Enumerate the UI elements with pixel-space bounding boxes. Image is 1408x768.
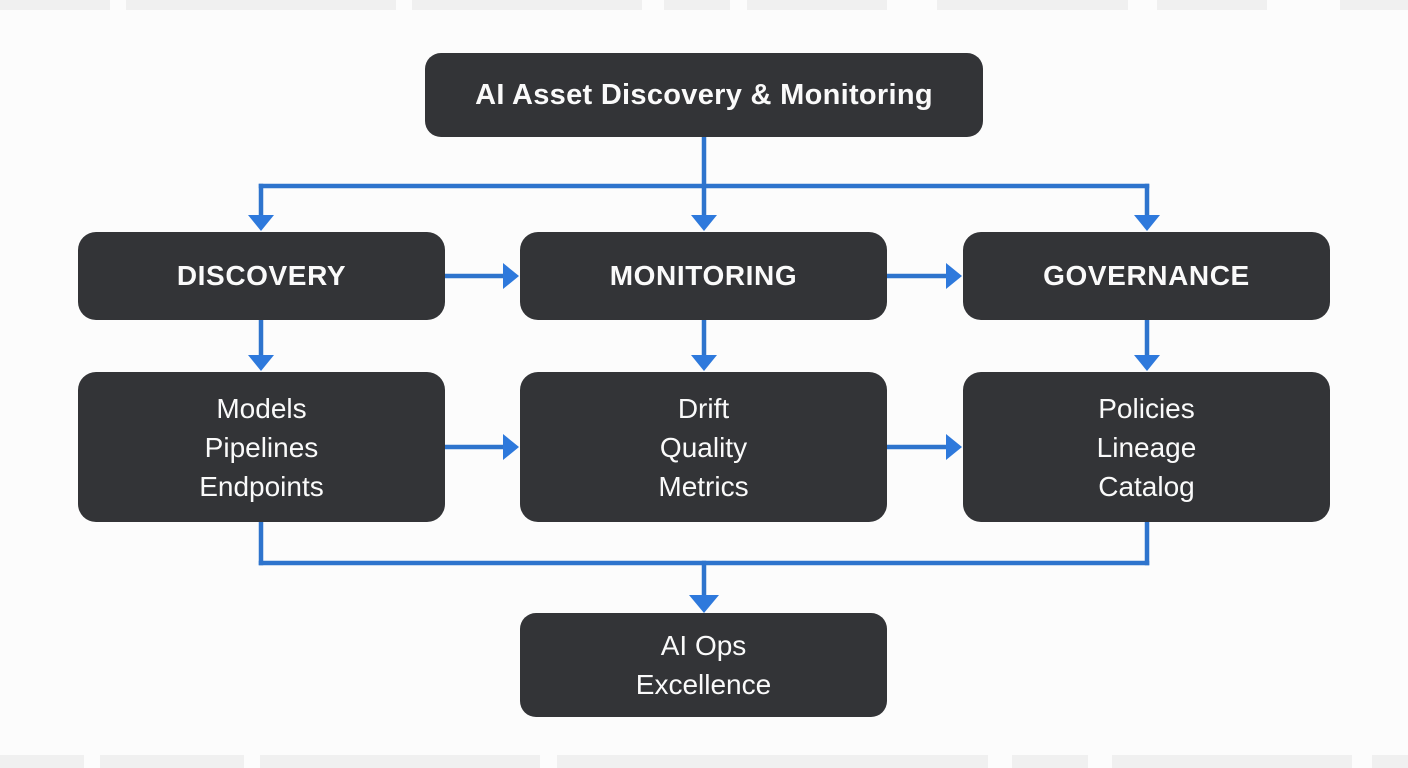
edge-artifact-segment (0, 0, 110, 10)
monitoring-details-node: Drift Quality Metrics (520, 372, 887, 522)
arrowhead-into-outcome (689, 595, 719, 613)
arrowhead-details-into-governance (946, 434, 962, 460)
edge-artifact-segment (1112, 755, 1352, 768)
edge-artifact-segment (1340, 0, 1408, 10)
monitoring-node-label: MONITORING (609, 260, 798, 291)
edge-artifact-segment (412, 0, 642, 10)
outcome-node: AI Ops Excellence (520, 613, 887, 717)
arrowhead-into-governance (1134, 215, 1160, 231)
edge-artifact-segment (937, 0, 1128, 10)
arrowhead-monitoring-to-governance (946, 263, 962, 289)
title-node: AI Asset Discovery & Monitoring (425, 53, 983, 137)
edge-artifact-segment (126, 0, 396, 10)
node-label-line: Catalog (1098, 470, 1195, 502)
edge-artifact-segment (260, 755, 540, 768)
arrowhead-discovery-to-monitoring (503, 263, 519, 289)
title-node-label: AI Asset Discovery & Monitoring (475, 78, 933, 111)
arrowhead-into-discovery (248, 215, 274, 231)
discovery-node: DISCOVERY (78, 232, 445, 320)
edge-artifact-segment (1012, 755, 1088, 768)
arrowhead-into-discovery-details (248, 355, 274, 371)
node-label-line: Excellence (635, 669, 772, 700)
node-label-line: Policies (1098, 392, 1195, 424)
edge-artifact-segment (0, 755, 84, 768)
edge-artifact-segment (100, 755, 244, 768)
governance-node-label: GOVERNANCE (1043, 260, 1250, 291)
governance-details-node: Policies Lineage Catalog (963, 372, 1330, 522)
node-label-line: Models (216, 392, 307, 424)
edge-artifact-segment (664, 0, 730, 10)
governance-node: GOVERNANCE (963, 232, 1330, 320)
discovery-details-node: Models Pipelines Endpoints (78, 372, 445, 522)
screen-edge-artifact-top (0, 0, 1408, 10)
arrowhead-into-governance-details (1134, 355, 1160, 371)
arrowhead-into-monitoring-details (691, 355, 717, 371)
arrowhead-into-monitoring (691, 215, 717, 231)
monitoring-node: MONITORING (520, 232, 887, 320)
arrowhead-details-into-monitoring (503, 434, 519, 460)
edge-artifact-segment (747, 0, 887, 10)
node-label-line: Endpoints (199, 470, 324, 502)
screen-edge-artifact-bottom (0, 755, 1408, 768)
edge-artifact-segment (1157, 0, 1267, 10)
node-label-line: Quality (659, 431, 748, 463)
node-label-line: Drift (677, 392, 730, 424)
discovery-node-label: DISCOVERY (176, 260, 347, 291)
node-label-line: Pipelines (204, 431, 319, 463)
edge-artifact-segment (1372, 755, 1408, 768)
node-label-line: Metrics (658, 470, 749, 502)
node-label-line: Lineage (1096, 431, 1197, 463)
node-label-line: AI Ops (660, 630, 747, 661)
edge-artifact-segment (557, 755, 988, 768)
